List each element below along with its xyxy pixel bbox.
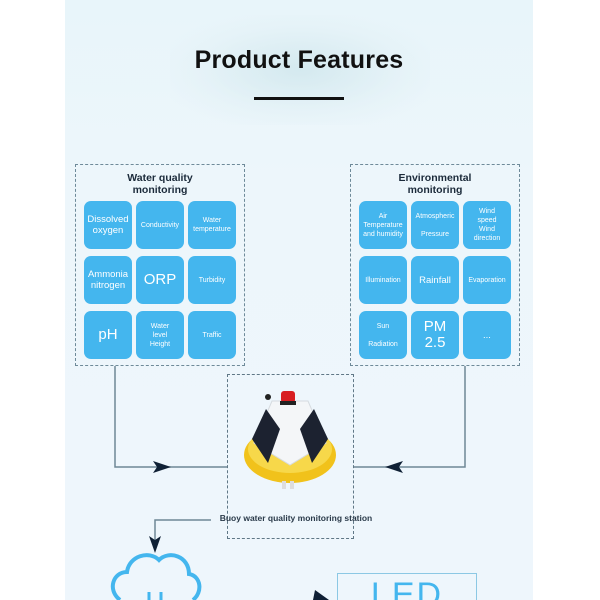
tile-evaporation: Evaporation <box>463 256 511 304</box>
product-features-panel: Product Features Water quality monitorin… <box>65 0 533 600</box>
cloud-upload-icon <box>110 553 202 600</box>
buoy-image <box>244 391 336 489</box>
page-title: Product Features <box>194 46 404 74</box>
arrow-down-icon <box>149 536 161 553</box>
environmental-group: Environmental monitoring Air Temperature… <box>350 164 520 366</box>
led-display: LED <box>337 573 477 600</box>
tile-wind-speed-direction: Wind speed Wind direction <box>463 201 511 249</box>
connector-lines <box>110 366 466 600</box>
environmental-title: Environmental monitoring <box>398 172 472 196</box>
tile-orp: ORP <box>136 256 184 304</box>
solar-panel-right <box>300 409 328 463</box>
tile-water-level-height: Water level Height <box>136 311 184 359</box>
connector-env-to-buoy <box>354 366 466 468</box>
title-glow <box>170 15 430 125</box>
tile-traffic: Traffic <box>188 311 236 359</box>
arrow-right-icon <box>153 461 171 473</box>
tile-ammonia-nitrogen: Ammonia nitrogen <box>84 256 132 304</box>
tile-water-temperature: Water temperature <box>188 201 236 249</box>
upload-arrow-icon <box>147 592 163 600</box>
arrow-left-icon <box>385 461 403 473</box>
tile-rainfall: Rainfall <box>411 256 459 304</box>
water-quality-group: Water quality monitoring Dissolved oxyge… <box>75 164 245 366</box>
buoy-caption: Buoy water quality monitoring station <box>219 513 373 523</box>
tile-conductivity: Conductivity <box>136 201 184 249</box>
water-quality-title: Water quality monitoring <box>127 172 193 196</box>
tile-pm25: PM 2.5 <box>411 311 459 359</box>
arrow-to-led-icon <box>313 590 329 600</box>
tile-turbidity: Turbidity <box>188 256 236 304</box>
sensor-dot <box>265 394 271 400</box>
tile-illumination: Illumination <box>359 256 407 304</box>
tile-ph: pH <box>84 311 132 359</box>
tile-more: ... <box>463 311 511 359</box>
tile-air-temperature-humidity: Air Temperature and humidity <box>359 201 407 249</box>
buoy-station-box <box>227 374 354 539</box>
tile-atmospheric-pressure: Atmospheric Pressure <box>411 201 459 249</box>
tile-dissolved-oxygen: Dissolved oxygen <box>84 201 132 249</box>
title-underline <box>254 97 344 100</box>
led-label: LED <box>370 576 444 600</box>
beacon-base <box>280 401 296 405</box>
connector-buoy-to-cloud <box>154 519 211 545</box>
tile-sun-radiation: Sun Radiation <box>359 311 407 359</box>
solar-panel-left <box>252 409 280 463</box>
beacon-light-icon <box>281 391 295 403</box>
connector-water-to-buoy <box>114 366 227 468</box>
